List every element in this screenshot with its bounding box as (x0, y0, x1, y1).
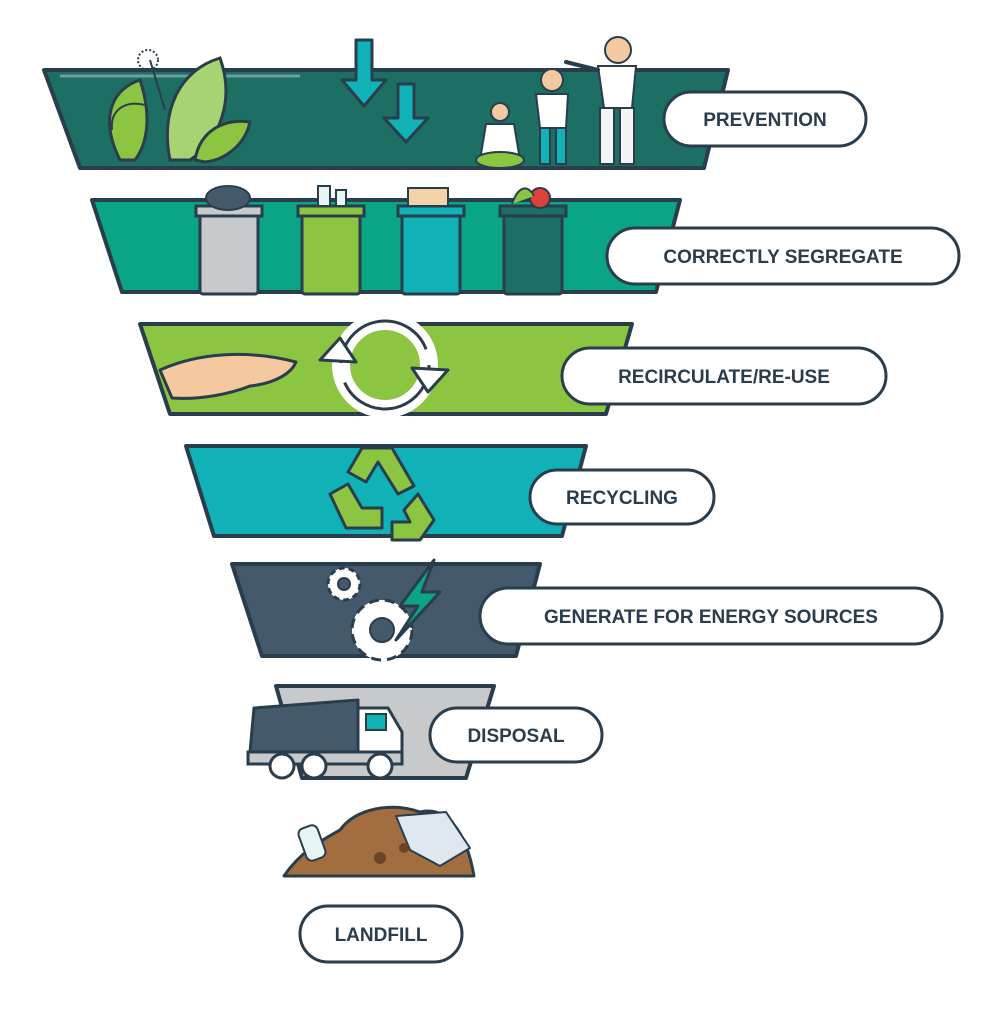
waste-bins-icon (194, 185, 568, 296)
tier-recycling: RECYCLING (184, 444, 716, 542)
band-recycling (184, 444, 588, 538)
plants-arrows-family-icon (108, 36, 638, 169)
pill-energy: GENERATE FOR ENERGY SOURCES (478, 586, 944, 646)
label-segregate: CORRECTLY SEGREGATE (663, 247, 902, 268)
pill-landfill: LANDFILL (298, 904, 464, 964)
label-recirculate: RECIRCULATE/RE-USE (618, 367, 830, 388)
tier-recirculate: RECIRCULATE/RE-USE (138, 312, 888, 418)
hand-circular-arrows-icon (158, 312, 450, 418)
gears-lightning-icon (326, 558, 442, 662)
pill-segregate: CORRECTLY SEGREGATE (605, 226, 961, 286)
tier-energy: GENERATE FOR ENERGY SOURCES (230, 558, 944, 662)
label-recycling: RECYCLING (566, 488, 678, 509)
tier-disposal: DISPOSAL (246, 684, 604, 780)
label-disposal: DISPOSAL (467, 726, 565, 747)
band-recirculate (138, 322, 634, 416)
garbage-truck-icon (246, 698, 404, 780)
label-energy: GENERATE FOR ENERGY SOURCES (544, 607, 878, 628)
recycle-icon (328, 446, 436, 542)
tier-landfill: LANDFILL (282, 805, 476, 964)
tier-segregate: CORRECTLY SEGREGATE (90, 185, 961, 296)
band-segregate (90, 198, 682, 294)
tier-prevention: PREVENTION (42, 36, 868, 170)
pill-recirculate: RECIRCULATE/RE-USE (560, 346, 888, 406)
pill-disposal: DISPOSAL (428, 706, 604, 764)
landfill-heap-icon (282, 805, 476, 878)
label-prevention: PREVENTION (703, 110, 827, 131)
pill-recycling: RECYCLING (528, 468, 716, 526)
label-landfill: LANDFILL (335, 925, 428, 946)
pill-prevention: PREVENTION (662, 90, 868, 148)
